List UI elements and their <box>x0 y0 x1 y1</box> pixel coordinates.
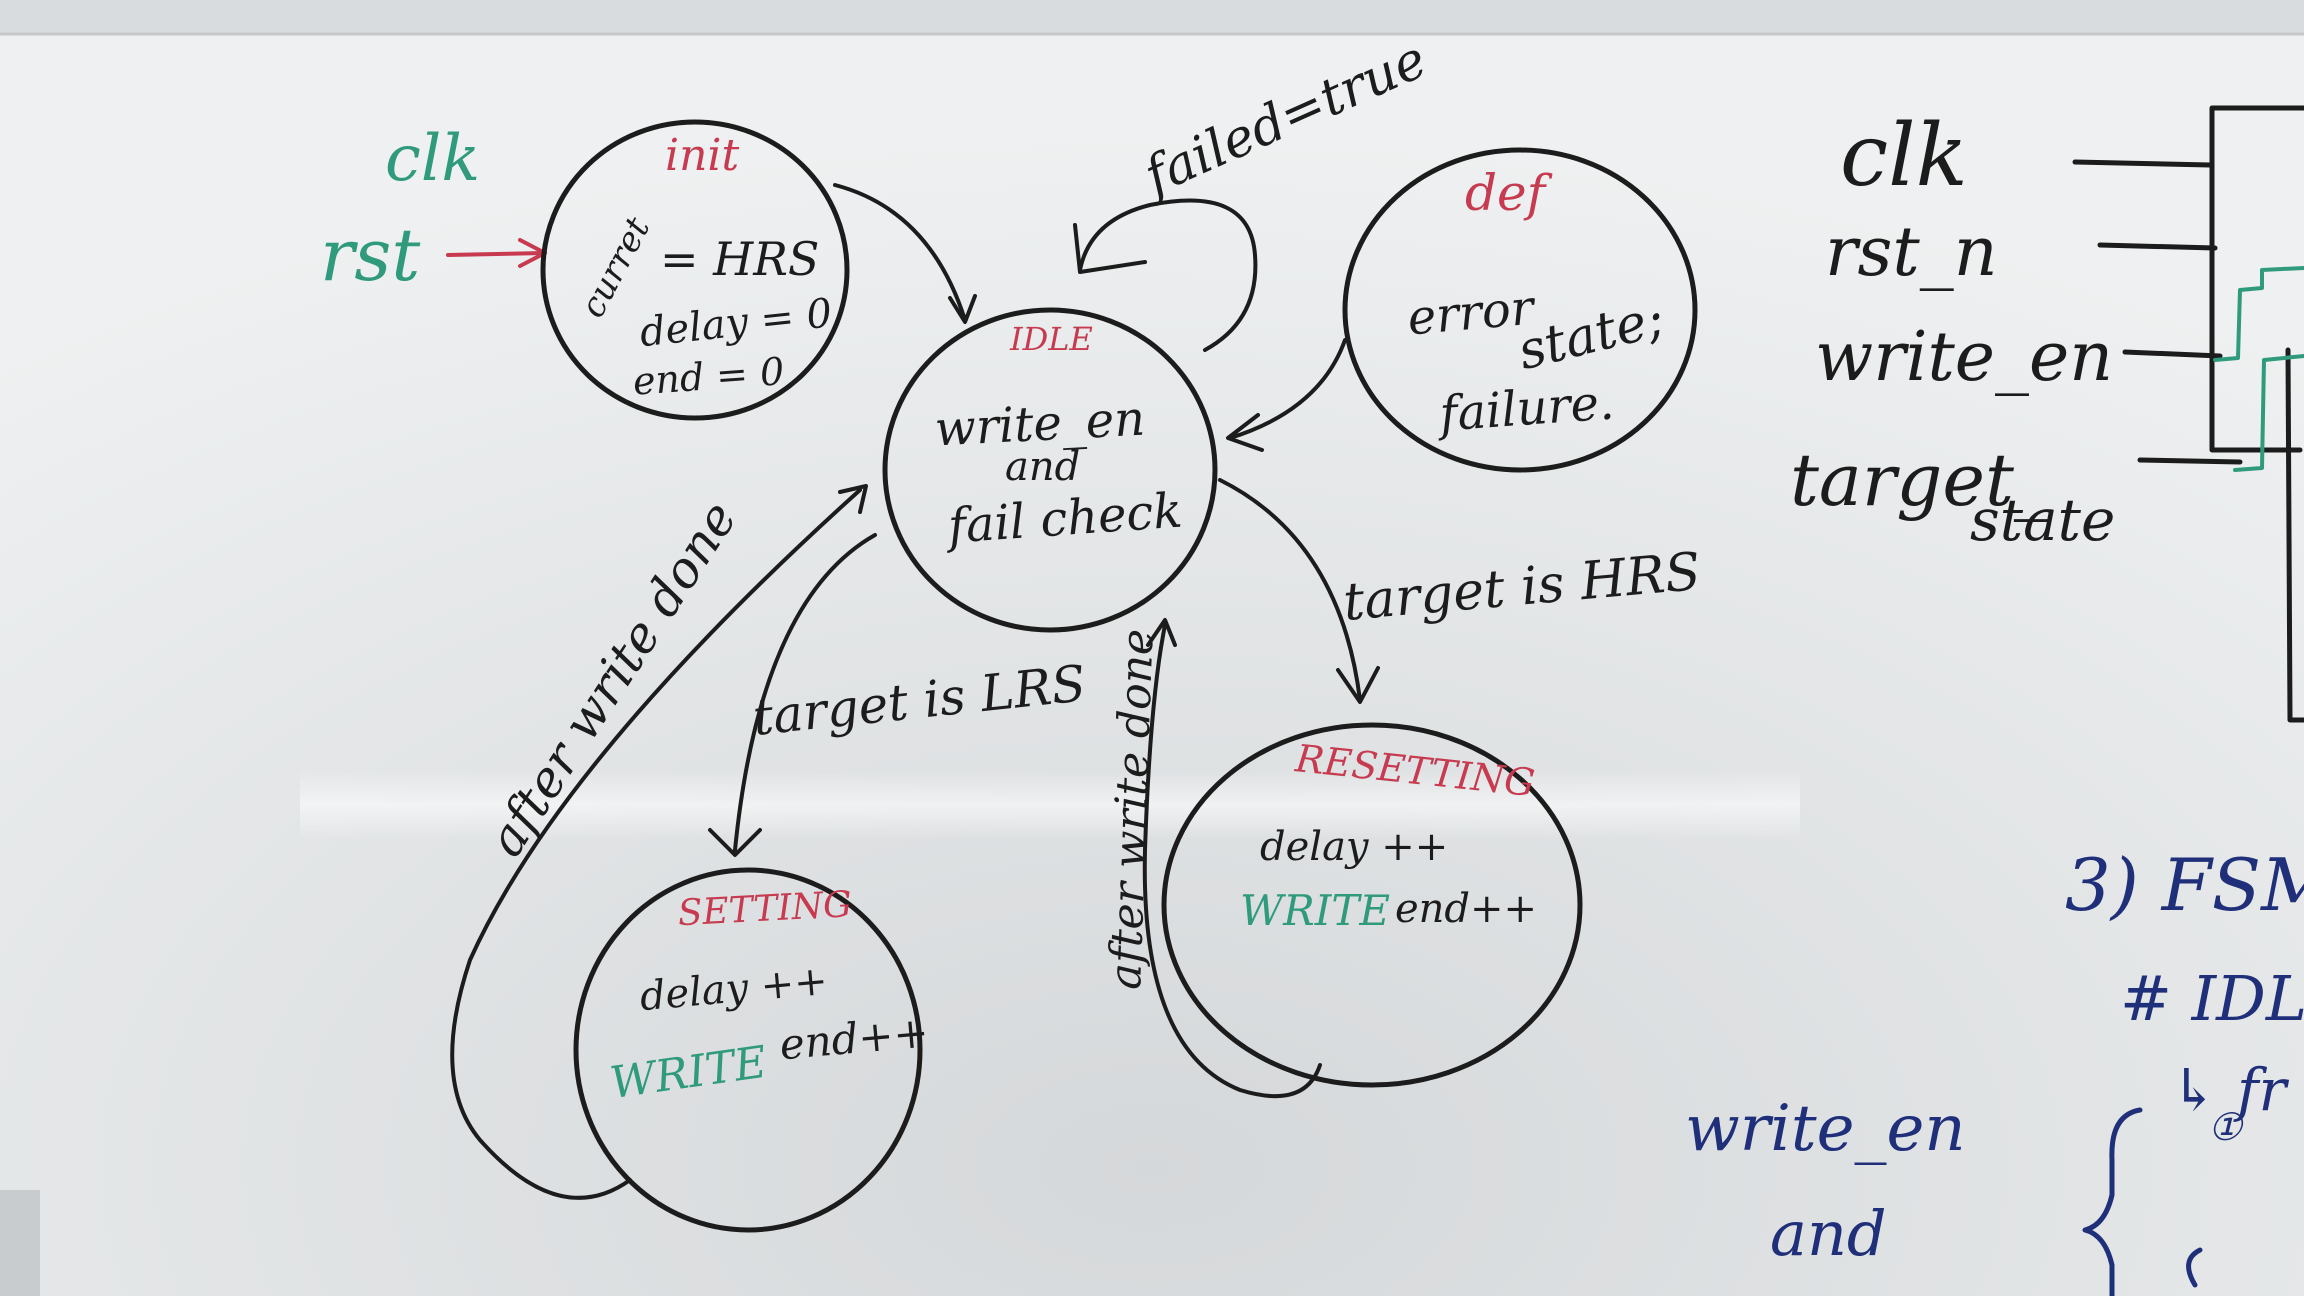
note-fsm: 3) FSM <box>2065 843 2304 927</box>
arrow-def-to-idle <box>1226 338 1347 452</box>
state-def: def error state; failure. <box>1342 147 1698 473</box>
port-state-label: state <box>1970 486 2115 554</box>
state-resetting-write: WRITE <box>1240 886 1390 935</box>
port-target-line <box>2137 457 2243 465</box>
state-idle-name: IDLE <box>1009 320 1093 358</box>
arrow-idle-to-resetting <box>1218 478 1380 704</box>
port-write-en-line <box>2122 349 2223 359</box>
port-rst-n-line <box>2097 242 2218 251</box>
label-after-write-done-resetting: after write done <box>1100 628 1164 990</box>
note-from: ↳ fr <box>2170 1056 2290 1124</box>
state-init-line-4: end = 0 <box>631 349 785 403</box>
port-rst-n-label: rst_n <box>1825 213 1998 292</box>
clk-input-label: clk <box>385 122 480 196</box>
state-init-name: init <box>665 130 739 181</box>
state-idle-line-2: and <box>1005 444 1080 490</box>
arrow-idle-self-loop <box>1073 198 1258 352</box>
state-def-name: def <box>1465 164 1553 222</box>
light-glare <box>300 770 1800 840</box>
state-idle-line-1: write_en <box>933 391 1146 458</box>
module-box-inner <box>2285 347 2304 723</box>
rst-input-label: rst <box>320 213 421 297</box>
port-clk-line <box>2072 159 2213 168</box>
state-def-line-3: failure. <box>1435 374 1616 442</box>
note-and: and <box>1770 1197 1887 1270</box>
arrow-idle-to-setting <box>708 533 877 857</box>
note-circled-one: ① <box>2208 1105 2244 1149</box>
state-resetting-line-1: delay ++ <box>1260 824 1448 870</box>
note-idle: # IDL <box>2120 962 2304 1035</box>
fsm-notes: 3) FSM # IDL ↳ fr ① write_en and <box>1685 843 2304 1296</box>
state-def-line-1: error <box>1405 279 1539 346</box>
arrow-setting-to-idle <box>450 484 868 1200</box>
state-init-line-2: = HRS <box>660 232 819 286</box>
state-resetting-end: end++ <box>1395 886 1537 932</box>
port-clk-label: clk <box>1840 106 1968 206</box>
module-ports: clk rst_n write_en target_ state <box>1790 105 2304 723</box>
port-target-label: target_ <box>1790 438 2050 522</box>
arrow-resetting-to-idle <box>1142 618 1322 1099</box>
note-write-en: write_en <box>1685 1092 1966 1166</box>
note-brace <box>2082 1107 2143 1296</box>
board-top-frame <box>0 0 2304 34</box>
port-write-en-label: write_en <box>1815 318 2113 397</box>
arrow-init-to-idle <box>833 183 977 324</box>
waveform-green <box>2213 266 2304 362</box>
state-setting-name: SETTING <box>677 884 853 934</box>
module-box-outline <box>2209 105 2304 453</box>
